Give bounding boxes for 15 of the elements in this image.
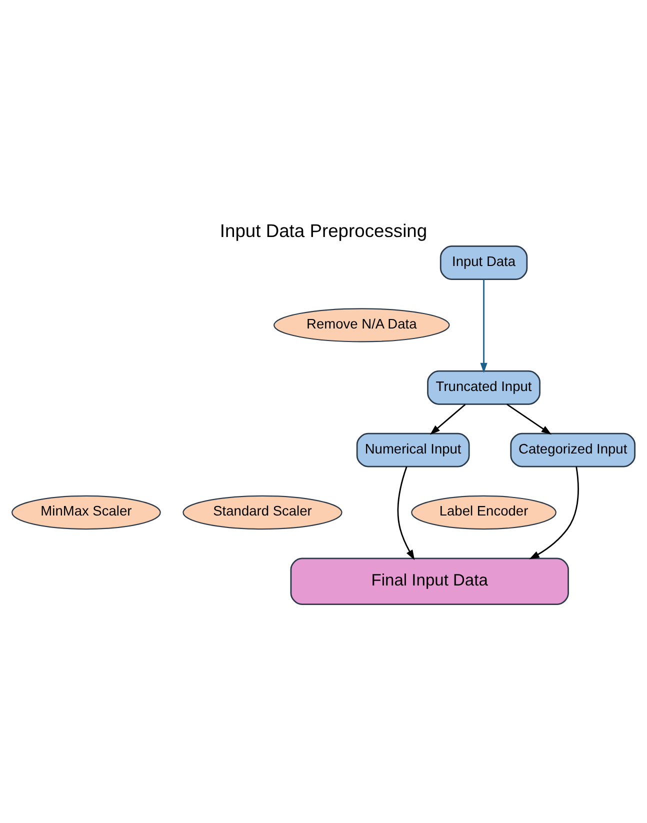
node-ellipse: Label Encoder [411, 495, 556, 530]
node-box: Final Input Data [290, 558, 569, 606]
node-box: Input Data [440, 246, 528, 280]
arrow [506, 404, 552, 435]
node-ellipse: MinMax Scaler [12, 495, 161, 530]
node-box: Numerical Input [356, 432, 470, 468]
arrow [397, 466, 415, 560]
node-ellipse: Standard Scaler [182, 495, 342, 530]
arrow [430, 404, 466, 435]
arrow [480, 280, 488, 374]
arrow [529, 466, 579, 560]
node-ellipse: Remove N/A Data [274, 308, 450, 342]
node-box: Truncated Input [427, 370, 540, 405]
diagram-title: Input Data Preprocessing [220, 220, 428, 242]
node-box: Categorized Input [510, 432, 636, 468]
